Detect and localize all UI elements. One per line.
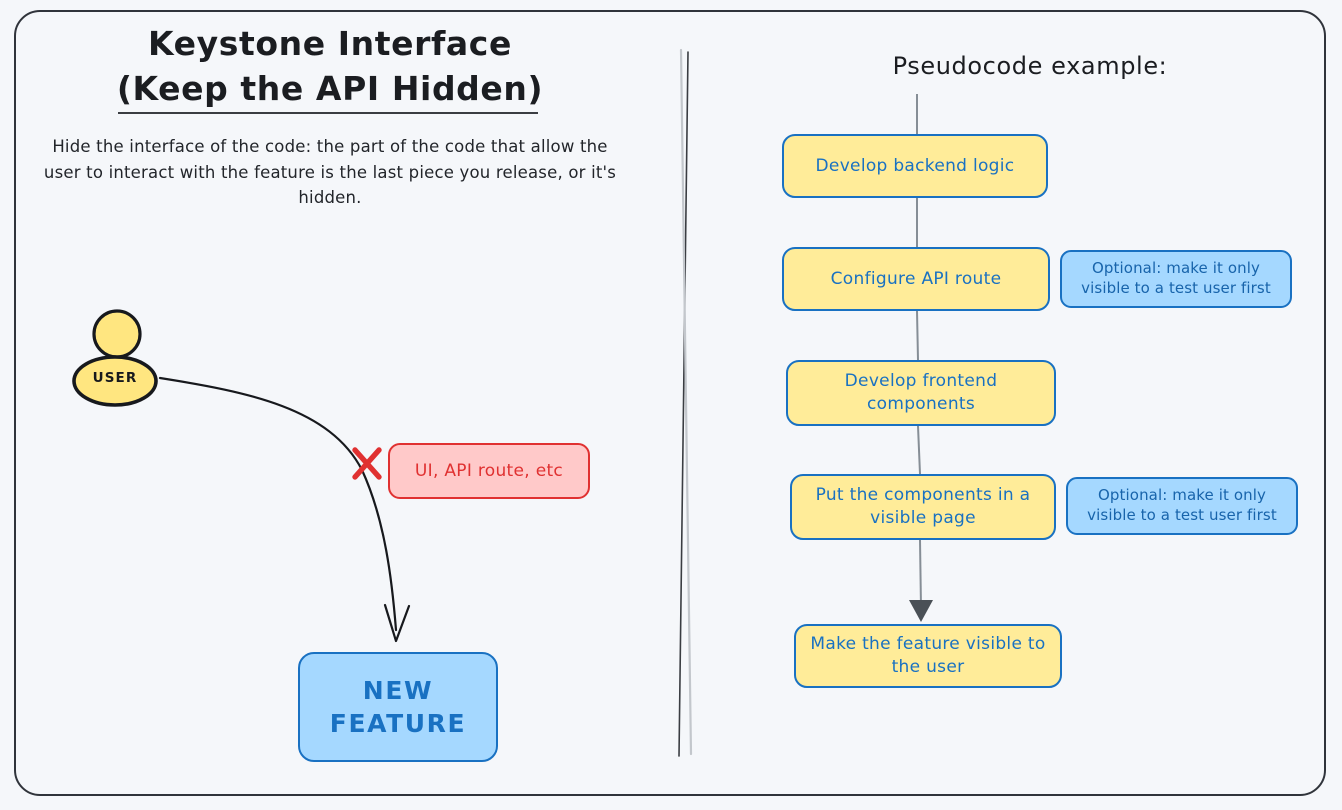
flow-step-5: Make the feature visible to the user [794, 624, 1062, 688]
flow-step-4-label: Put the components in a visible page [815, 485, 1031, 528]
flow-step-1-label: Develop backend logic [815, 155, 1015, 176]
page-title-line1: Keystone Interface [148, 24, 512, 63]
page-title-line2: (Keep the API Hidden) [116, 68, 544, 108]
blocked-interface-label: UI, API route, etc [414, 461, 564, 481]
flow-step-1: Develop backend logic [782, 134, 1048, 198]
subtitle-text: Hide the interface of the code: the part… [43, 137, 617, 208]
flow-step-5-label: Make the feature visible to the user [810, 634, 1046, 677]
new-feature-line2: FEATURE [329, 709, 467, 738]
new-feature-node: NEW FEATURE [298, 652, 498, 762]
user-actor-label: USER [92, 370, 138, 386]
flow-step-3: Develop frontend components [786, 360, 1056, 426]
pseudocode-heading: Pseudocode example: [892, 52, 1168, 80]
blocked-interface-box: UI, API route, etc [388, 443, 590, 499]
flow-note-1-label: Optional: make it only visible to a test… [1081, 259, 1271, 297]
flow-step-2-label: Configure API route [830, 268, 1002, 289]
new-feature-line1: NEW [362, 675, 434, 705]
flow-note-2-label: Optional: make it only visible to a test… [1087, 486, 1277, 524]
flow-step-4: Put the components in a visible page [790, 474, 1056, 540]
flow-note-1: Optional: make it only visible to a test… [1060, 250, 1292, 308]
outer-frame [14, 10, 1326, 796]
title-underline [118, 112, 538, 114]
flow-note-2: Optional: make it only visible to a test… [1066, 477, 1298, 535]
page-title: Keystone Interface (Keep the API Hidden) [60, 22, 600, 112]
flow-step-3-label: Develop frontend components [844, 371, 998, 414]
flow-step-2: Configure API route [782, 247, 1050, 311]
